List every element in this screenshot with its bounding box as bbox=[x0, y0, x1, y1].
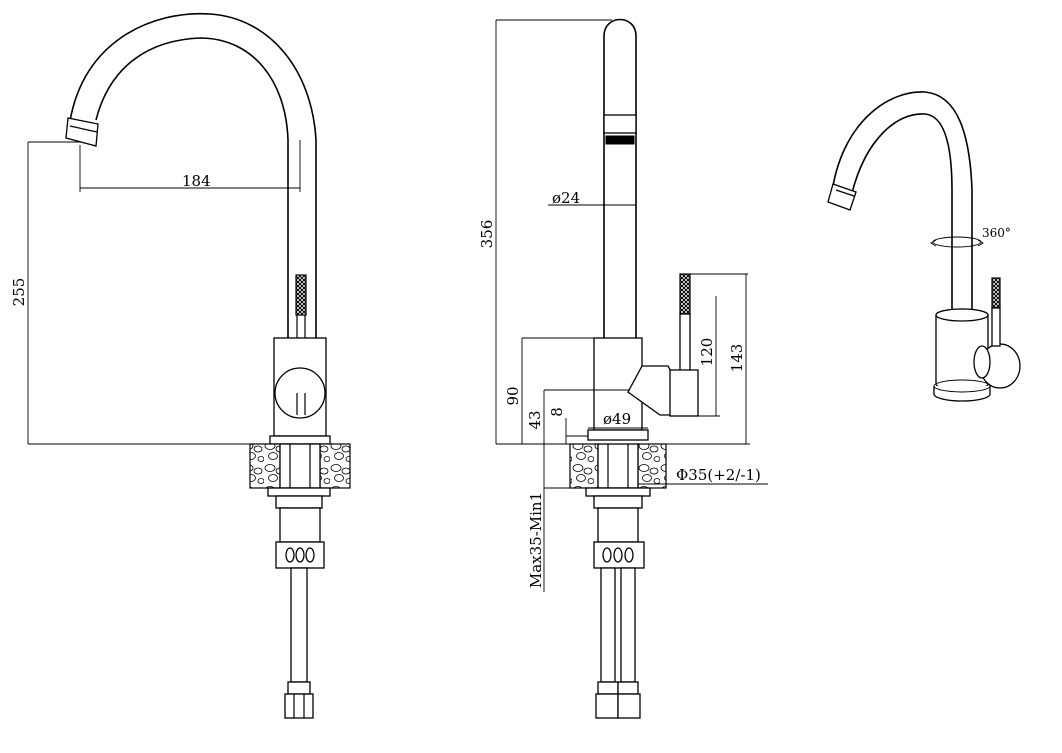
side-view: 356 ø24 120 143 90 43 8 ø bbox=[478, 18, 768, 719]
front-dimensions: 184 255 bbox=[10, 140, 301, 445]
front-body bbox=[269, 337, 331, 445]
dim-hole-diameter: Φ35(+2/-1) bbox=[676, 466, 761, 484]
dim-spout-height: 255 bbox=[10, 278, 28, 307]
dim-spout-diameter: ø24 bbox=[552, 189, 580, 207]
dim-deck-thickness: Max35-Min1 bbox=[527, 492, 545, 588]
dim-rotation: 360° bbox=[982, 226, 1011, 240]
dim-base-gap: 8 bbox=[548, 407, 566, 417]
dim-base-diameter: ø49 bbox=[603, 410, 631, 428]
dim-total-height: 356 bbox=[478, 220, 496, 249]
dim-body-height: 90 bbox=[504, 386, 522, 405]
dim-lever-143: 143 bbox=[728, 344, 746, 373]
side-deck bbox=[569, 443, 667, 489]
side-spout bbox=[603, 18, 637, 340]
side-fixing bbox=[585, 487, 651, 719]
perspective-rotation: 360° bbox=[930, 226, 1011, 248]
side-body bbox=[587, 337, 677, 441]
dim-spout-reach: 184 bbox=[182, 172, 211, 190]
perspective-view: 360° bbox=[827, 91, 1021, 402]
perspective-spout bbox=[827, 91, 973, 315]
perspective-body bbox=[933, 308, 1021, 402]
front-deck bbox=[249, 443, 351, 489]
front-fixing bbox=[267, 487, 331, 719]
side-dimensions: 356 ø24 120 143 90 43 8 ø bbox=[478, 19, 768, 592]
side-lever bbox=[669, 273, 699, 417]
front-view: 184 255 bbox=[10, 12, 351, 719]
dim-base-height: 43 bbox=[526, 410, 544, 429]
front-spout bbox=[65, 12, 317, 340]
dim-lever-120: 120 bbox=[698, 338, 716, 367]
perspective-lever bbox=[991, 277, 1001, 347]
